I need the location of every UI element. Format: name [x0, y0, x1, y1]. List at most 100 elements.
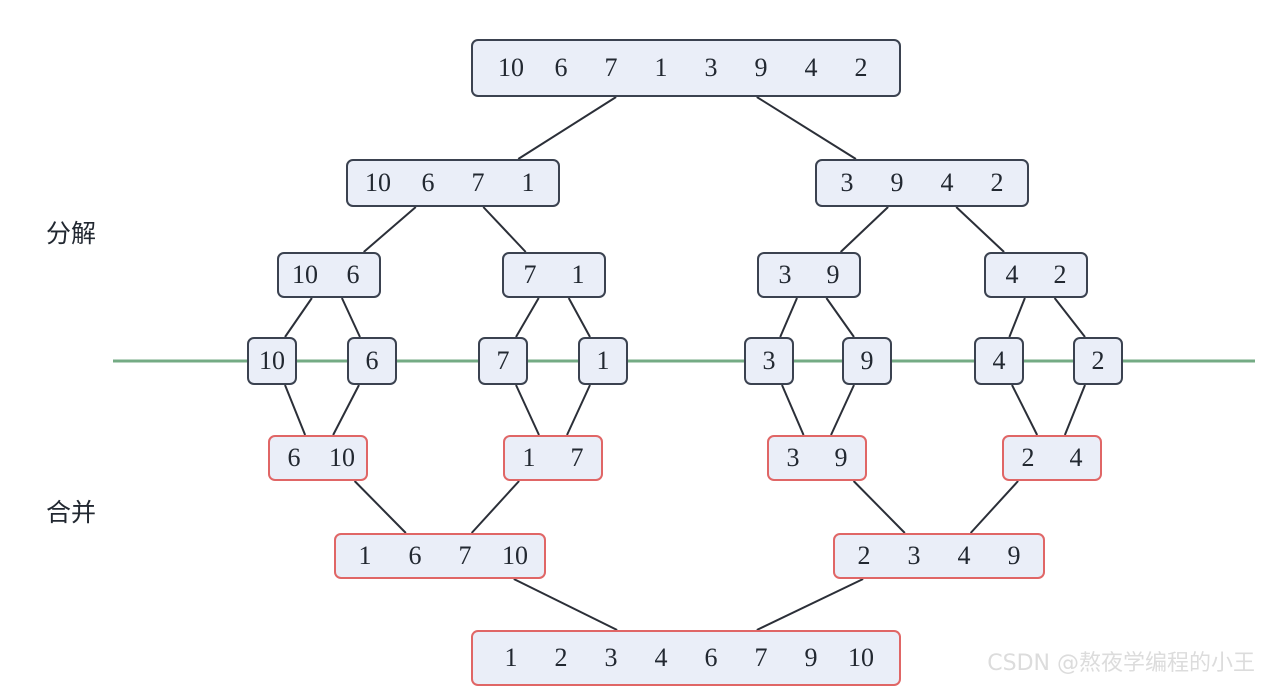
array-cell: 1 — [654, 53, 668, 82]
connector-m2b-to-m4L — [470, 480, 520, 534]
array-cells: 1 — [580, 348, 626, 374]
array-cell: 1 — [358, 541, 372, 570]
array-node-L1: 10 — [247, 337, 297, 385]
array-cell: 7 — [471, 168, 485, 197]
connector-d2a-to-L2 — [340, 297, 361, 338]
array-cell: 2 — [1021, 443, 1035, 472]
array-cell: 4 — [940, 168, 954, 197]
array-cell: 9 — [826, 260, 840, 289]
array-cell: 9 — [1007, 541, 1021, 570]
array-cell: 6 — [287, 443, 301, 472]
connector-d2b-to-L3 — [515, 297, 540, 338]
connector-d2b-to-L4 — [567, 297, 591, 338]
array-cell: 6 — [704, 643, 718, 672]
array-cell: 6 — [346, 260, 360, 289]
array-cell: 3 — [907, 541, 921, 570]
array-cell: 2 — [1053, 260, 1067, 289]
array-cells: 6 10 — [270, 445, 366, 471]
array-cell: 2 — [990, 168, 1004, 197]
array-cell: 2 — [857, 541, 871, 570]
connector-d1R-to-d2d — [955, 206, 1005, 253]
array-cell: 1 — [596, 346, 610, 375]
array-cell: 3 — [786, 443, 800, 472]
connector-d1L-to-d2b — [482, 206, 527, 253]
array-cells: 10 — [249, 348, 295, 374]
array-cell: 10 — [502, 541, 528, 570]
connector-d2a-to-L1 — [284, 297, 313, 338]
array-cell: 6 — [365, 346, 379, 375]
array-cell: 6 — [554, 53, 568, 82]
array-cell: 1 — [522, 443, 536, 472]
connector-L5-to-m2c — [781, 384, 805, 436]
array-cell: 4 — [654, 643, 668, 672]
connector-L2-to-m2a — [332, 384, 360, 436]
array-node-L3: 7 — [478, 337, 528, 385]
array-cell: 9 — [804, 643, 818, 672]
array-cell: 1 — [504, 643, 518, 672]
array-cells: 7 — [480, 348, 526, 374]
array-cell: 7 — [458, 541, 472, 570]
array-cell: 1 — [571, 260, 585, 289]
connector-L7-to-m2d — [1011, 384, 1039, 436]
array-cell: 7 — [523, 260, 537, 289]
array-cells: 4 — [976, 348, 1022, 374]
array-cell: 4 — [992, 346, 1006, 375]
array-cell: 9 — [834, 443, 848, 472]
array-cell: 10 — [329, 443, 355, 472]
connector-m2a-to-m4L — [353, 480, 407, 534]
array-node-L6: 9 — [842, 337, 892, 385]
connector-L4-to-m2b — [566, 384, 591, 436]
connector-m4R-to-final — [756, 578, 864, 631]
array-cell: 7 — [570, 443, 584, 472]
array-node-d2a: 10 6 — [277, 252, 381, 298]
array-cell: 9 — [890, 168, 904, 197]
array-cell: 6 — [421, 168, 435, 197]
array-cells: 6 — [349, 348, 395, 374]
connector-d1R-to-d2c — [839, 206, 889, 253]
array-cells: 2 — [1075, 348, 1121, 374]
array-cell: 4 — [804, 53, 818, 82]
connector-d2d-to-L8 — [1053, 297, 1086, 338]
watermark: CSDN @熬夜学编程的小王 — [987, 651, 1255, 676]
connector-d1L-to-d2a — [363, 206, 417, 253]
phase-label-decompose: 分解 — [46, 219, 97, 248]
connector-m2d-to-m4R — [969, 480, 1019, 534]
array-cells: 10 6 — [281, 262, 377, 288]
array-cell: 10 — [848, 643, 874, 672]
array-cell: 1 — [521, 168, 535, 197]
array-cell: 3 — [604, 643, 618, 672]
array-cell: 10 — [259, 346, 285, 375]
array-cell: 7 — [754, 643, 768, 672]
array-cell: 9 — [860, 346, 874, 375]
array-cell: 10 — [498, 53, 524, 82]
array-node-L4: 1 — [578, 337, 628, 385]
connector-d2d-to-L7 — [1008, 297, 1026, 338]
array-node-L8: 2 — [1073, 337, 1123, 385]
array-cell: 10 — [292, 260, 318, 289]
connector-root-to-d1L — [517, 96, 617, 160]
connector-L1-to-m2a — [284, 384, 307, 436]
array-cells: 9 — [844, 348, 890, 374]
connector-root-to-d1R — [756, 96, 857, 160]
array-node-L5: 3 — [744, 337, 794, 385]
